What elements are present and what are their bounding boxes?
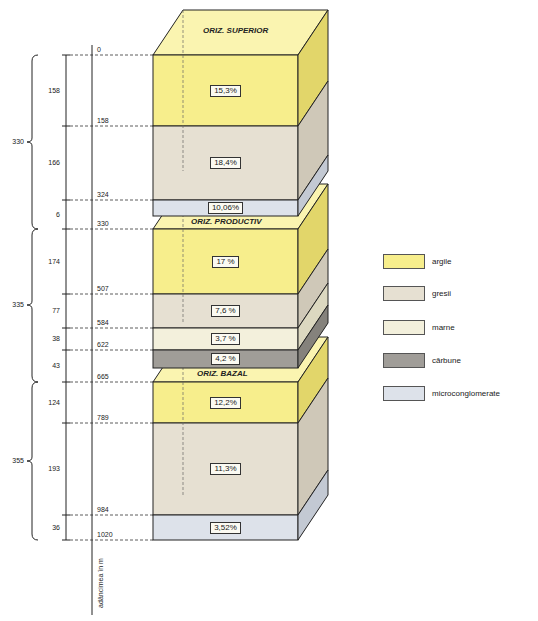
group-thickness: 355 bbox=[11, 457, 25, 465]
layer-thickness: 193 bbox=[47, 465, 61, 473]
layer-thickness: 158 bbox=[47, 87, 61, 95]
legend-swatch bbox=[383, 286, 425, 301]
layer-block: 11,3% bbox=[153, 423, 298, 515]
layer-block: 12,2% bbox=[153, 382, 298, 423]
depth-value: 622 bbox=[96, 341, 110, 349]
legend-text: cărbune bbox=[432, 356, 461, 366]
horizon-block: ORIZ. BAZAL 12,2% 11,3% 3,52% bbox=[153, 337, 328, 540]
depth-value: 330 bbox=[96, 220, 110, 228]
depth-value: 665 bbox=[96, 373, 110, 381]
legend-swatch bbox=[383, 320, 425, 335]
depth-value: 0 bbox=[96, 46, 102, 54]
depth-value: 158 bbox=[96, 117, 110, 125]
layer-thickness: 124 bbox=[47, 399, 61, 407]
horizon-block: ORIZ. SUPERIOR 15,3% 18,4% 10,06% bbox=[153, 10, 328, 216]
layer-thickness: 77 bbox=[51, 307, 61, 315]
legend-swatch bbox=[383, 353, 425, 368]
group-thickness: 335 bbox=[11, 301, 25, 309]
legend-text: marne bbox=[432, 323, 455, 333]
layer-block: 3,7 % bbox=[153, 328, 298, 350]
layer-thickness: 174 bbox=[47, 258, 61, 266]
depth-value: 1020 bbox=[96, 531, 114, 539]
percent-label: 18,4% bbox=[210, 157, 241, 169]
depth-value: 789 bbox=[96, 414, 110, 422]
layer-thickness: 36 bbox=[51, 524, 61, 532]
depth-value: 507 bbox=[96, 285, 110, 293]
layer-block: 4,2 % bbox=[153, 350, 298, 368]
percent-label: 17 % bbox=[212, 256, 238, 268]
percent-label: 15,3% bbox=[210, 85, 241, 97]
percent-label: 11,3% bbox=[210, 463, 240, 475]
layer-block: 15,3% bbox=[153, 55, 298, 126]
layer-thickness: 166 bbox=[47, 159, 61, 167]
horizon-heading: ORIZ. BAZAL bbox=[197, 369, 248, 379]
percent-label: 4,2 % bbox=[211, 353, 239, 365]
depth-value: 984 bbox=[96, 506, 110, 514]
layer-block: 17 % bbox=[153, 229, 298, 294]
layer-thickness: 43 bbox=[51, 362, 61, 370]
depth-value: 324 bbox=[96, 191, 110, 199]
legend-text: gresii bbox=[432, 289, 451, 299]
percent-label: 12,2% bbox=[210, 397, 241, 409]
percent-label: 3,7 % bbox=[211, 333, 239, 345]
horizon-heading: ORIZ. PRODUCTIV bbox=[191, 217, 262, 227]
legend-text: microconglomerate bbox=[432, 389, 500, 399]
percent-label: 7,6 % bbox=[211, 305, 239, 317]
group-thickness: 330 bbox=[11, 138, 25, 146]
legend-text: argile bbox=[432, 257, 452, 267]
layer-block: 7,6 % bbox=[153, 294, 298, 328]
horizon-heading: ORIZ. SUPERIOR bbox=[203, 26, 268, 36]
legend-swatch bbox=[383, 386, 425, 401]
percent-label: 3,52% bbox=[210, 522, 241, 534]
layer-block: 18,4% bbox=[153, 126, 298, 200]
axis-title: adâncimea în m bbox=[97, 557, 105, 609]
depth-value: 584 bbox=[96, 319, 110, 327]
layer-thickness: 38 bbox=[51, 335, 61, 343]
layer-block: 3,52% bbox=[153, 515, 298, 540]
percent-label: 10,06% bbox=[208, 202, 243, 214]
layer-block: 10,06% bbox=[153, 200, 298, 216]
layer-thickness: 6 bbox=[55, 211, 61, 219]
legend-swatch bbox=[383, 254, 425, 269]
